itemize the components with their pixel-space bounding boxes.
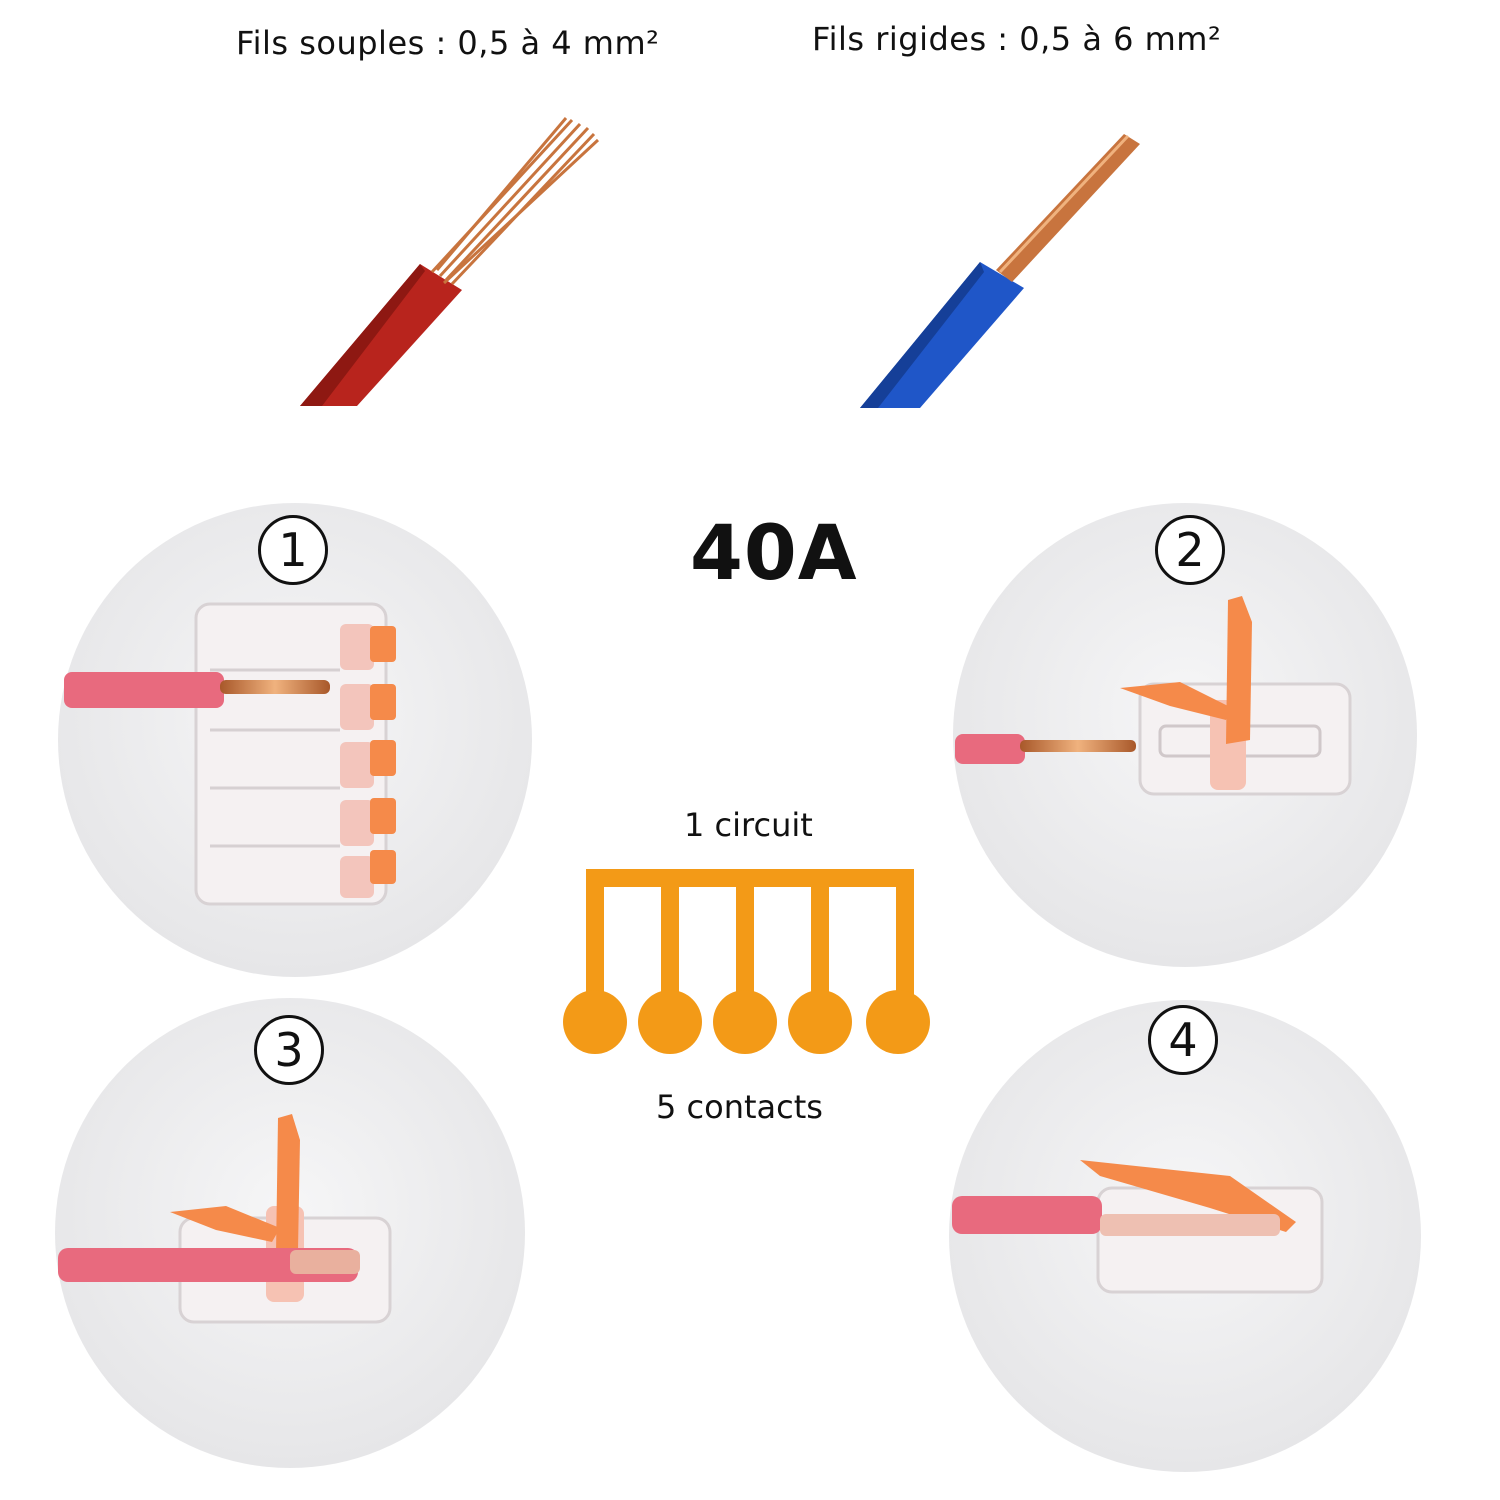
step-badge-1: 1 bbox=[258, 515, 328, 585]
step-badge-2: 2 bbox=[1155, 515, 1225, 585]
rigid-wire-label: Fils rigides : 0,5 à 6 mm² bbox=[812, 20, 1222, 58]
flexible-wire-label: Fils souples : 0,5 à 4 mm² bbox=[236, 24, 660, 62]
step-3-panel bbox=[55, 998, 525, 1468]
contact-dot bbox=[563, 990, 627, 1054]
current-rating: 40A bbox=[690, 508, 858, 597]
step-2-panel bbox=[953, 503, 1417, 967]
contacts-label: 5 contacts bbox=[656, 1088, 823, 1126]
circuit-contacts bbox=[563, 990, 930, 1054]
step-badge-4: 4 bbox=[1148, 1005, 1218, 1075]
step-1-panel bbox=[58, 503, 532, 977]
rigid-blue-wire bbox=[860, 134, 1140, 408]
circuit-label: 1 circuit bbox=[684, 806, 813, 844]
contact-dot bbox=[638, 990, 702, 1054]
contact-dot bbox=[788, 990, 852, 1054]
contact-dot bbox=[866, 990, 930, 1054]
step-badge-3: 3 bbox=[254, 1015, 324, 1085]
flexible-red-wire bbox=[300, 117, 600, 406]
step-4-panel bbox=[949, 1000, 1421, 1472]
contact-dot bbox=[713, 990, 777, 1054]
circuit-diagram bbox=[586, 869, 914, 1010]
